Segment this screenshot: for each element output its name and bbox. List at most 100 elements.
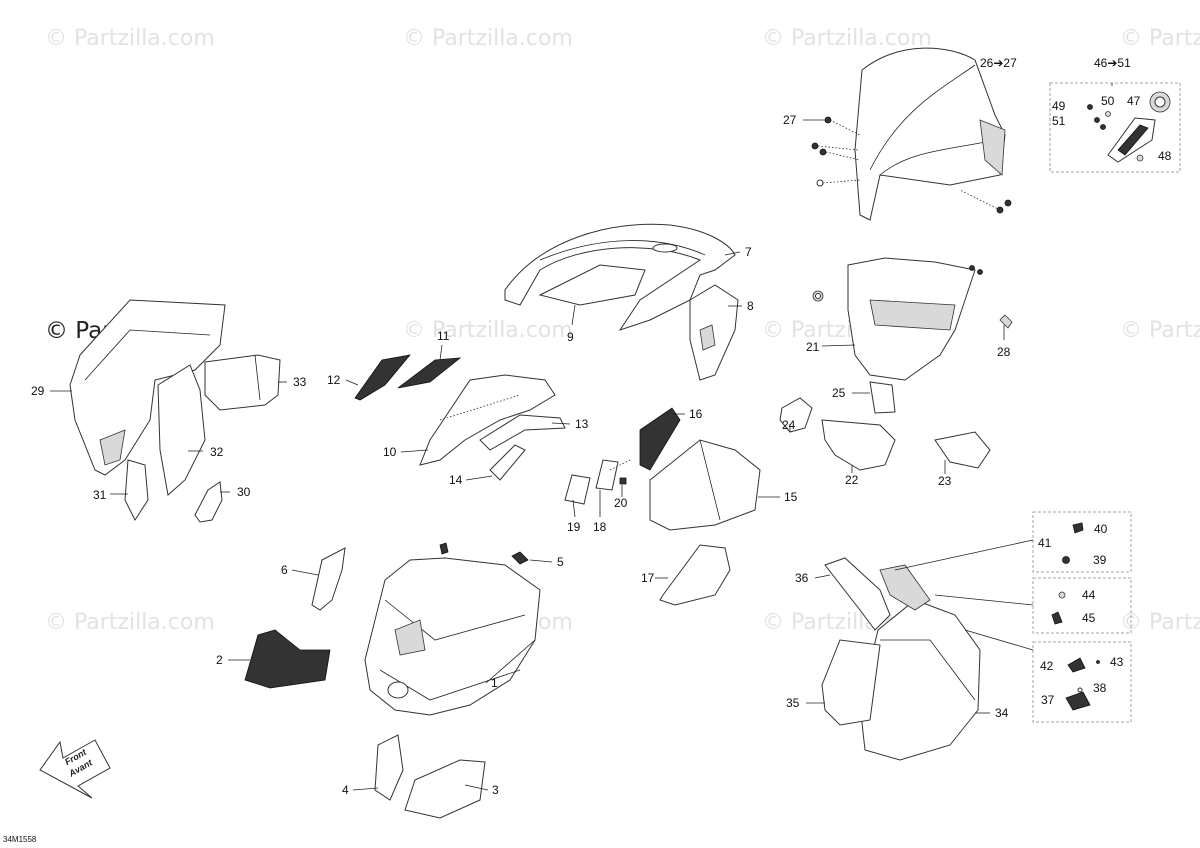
callout-7[interactable]: 7 — [745, 245, 752, 259]
watermark: © Partzilla.com — [45, 610, 215, 635]
part-lower-trim-3[interactable] — [404, 759, 486, 819]
part-lower-panel-34[interactable] — [859, 599, 981, 761]
callout-1[interactable]: 1 — [491, 676, 498, 690]
callout-19[interactable]: 19 — [567, 520, 581, 534]
part-inner-panel-left[interactable] — [157, 364, 206, 496]
callout-33[interactable]: 33 — [293, 375, 307, 389]
callout-42[interactable]: 42 — [1040, 659, 1054, 673]
callout-43[interactable]: 43 — [1110, 655, 1124, 669]
watermark: © Partzilla.com — [403, 318, 573, 343]
callout-26-27[interactable]: 26➔27 — [980, 56, 1017, 70]
part-clips-18-20[interactable] — [564, 459, 631, 505]
callout-23[interactable]: 23 — [938, 474, 952, 488]
callout-6[interactable]: 6 — [281, 563, 288, 577]
part-grille-16[interactable] — [639, 407, 681, 471]
callout-37[interactable]: 37 — [1041, 693, 1055, 707]
part-duct-22[interactable] — [821, 419, 896, 471]
part-headlight-housing[interactable] — [812, 257, 1013, 381]
box-40-41 — [1032, 511, 1132, 573]
callout-44[interactable]: 44 — [1082, 588, 1096, 602]
callout-20[interactable]: 20 — [614, 496, 628, 510]
document-id: 34M1558 — [3, 835, 37, 844]
part-windshield[interactable] — [854, 47, 1006, 221]
part-bracket-6[interactable] — [311, 547, 346, 611]
callout-16[interactable]: 16 — [689, 407, 703, 421]
part-vent-12[interactable] — [354, 354, 412, 401]
callout-31[interactable]: 31 — [93, 488, 107, 502]
callout-18[interactable]: 18 — [593, 520, 607, 534]
callout-30[interactable]: 30 — [237, 485, 251, 499]
watermark: © Partz — [1120, 610, 1200, 635]
callout-9[interactable]: 9 — [567, 330, 574, 344]
part-mirror[interactable] — [1087, 91, 1171, 163]
callout-38[interactable]: 38 — [1093, 681, 1107, 695]
callout-leaders — [50, 83, 1113, 791]
part-side-panel-right[interactable] — [689, 284, 739, 381]
callout-21[interactable]: 21 — [806, 340, 820, 354]
part-trim-13[interactable] — [479, 414, 566, 451]
callout-15[interactable]: 15 — [784, 490, 798, 504]
callout-45[interactable]: 45 — [1082, 611, 1096, 625]
callout-51[interactable]: 51 — [1052, 114, 1066, 128]
part-upper-console[interactable] — [504, 223, 736, 331]
watermark: © Partzilla.com — [45, 26, 215, 51]
part-lower-trim-4[interactable] — [374, 734, 404, 801]
part-vent-11[interactable] — [397, 357, 462, 389]
callout-17[interactable]: 17 — [641, 571, 655, 585]
box-mirror-kit — [1049, 82, 1181, 173]
callout-36[interactable]: 36 — [795, 571, 809, 585]
part-grille-2[interactable] — [244, 629, 331, 689]
watermark: © Partzilla.com — [762, 26, 932, 51]
callout-13[interactable]: 13 — [575, 417, 589, 431]
part-trim-14[interactable] — [489, 444, 526, 481]
callout-8[interactable]: 8 — [747, 299, 754, 313]
callout-48[interactable]: 48 — [1158, 149, 1172, 163]
callout-29[interactable]: 29 — [31, 384, 45, 398]
part-dash-panel-10[interactable] — [419, 374, 556, 466]
part-small-fasteners[interactable] — [1051, 522, 1100, 711]
callout-10[interactable]: 10 — [383, 445, 397, 459]
watermark: © Partz — [1120, 26, 1200, 51]
part-lower-panel-35[interactable] — [821, 639, 881, 726]
part-trim-33[interactable] — [204, 354, 281, 411]
part-fasteners-5[interactable] — [439, 542, 529, 565]
part-trim-31[interactable] — [124, 459, 149, 522]
callout-50[interactable]: 50 — [1101, 94, 1115, 108]
callout-4[interactable]: 4 — [342, 783, 349, 797]
callout-47[interactable]: 47 — [1127, 94, 1141, 108]
part-lower-panel-36[interactable] — [824, 557, 931, 631]
callout-3[interactable]: 3 — [492, 783, 499, 797]
callout-14[interactable]: 14 — [449, 473, 463, 487]
callout-39[interactable]: 39 — [1093, 553, 1107, 567]
callout-22[interactable]: 22 — [845, 473, 859, 487]
callout-24[interactable]: 24 — [782, 418, 796, 432]
callout-11[interactable]: 11 — [437, 329, 450, 343]
callout-12[interactable]: 12 — [327, 373, 341, 387]
callout-27[interactable]: 27 — [783, 113, 797, 127]
part-duct-24[interactable] — [779, 397, 813, 433]
part-panel-17[interactable] — [659, 544, 731, 606]
front-arrow-icon — [39, 739, 111, 799]
callout-32[interactable]: 32 — [210, 445, 224, 459]
callout-5[interactable]: 5 — [557, 555, 564, 569]
callout-25[interactable]: 25 — [832, 386, 846, 400]
part-side-panel-left[interactable] — [69, 299, 226, 476]
part-duct-23[interactable] — [934, 431, 991, 469]
callout-35[interactable]: 35 — [786, 696, 800, 710]
part-front-nose[interactable] — [364, 557, 541, 716]
callout-40[interactable]: 40 — [1094, 522, 1108, 536]
callout-34[interactable]: 34 — [995, 706, 1009, 720]
box-37-43 — [1032, 641, 1132, 723]
part-panel-15[interactable] — [649, 439, 761, 531]
watermark: © Partz — [1120, 318, 1200, 343]
callout-46-51[interactable]: 46➔51 — [1094, 56, 1131, 70]
part-bracket-30[interactable] — [194, 481, 223, 523]
part-duct-25[interactable] — [869, 381, 896, 414]
callout-41[interactable]: 41 — [1038, 536, 1052, 550]
box-44-45 — [1032, 577, 1132, 634]
callout-49[interactable]: 49 — [1052, 99, 1066, 113]
callout-28[interactable]: 28 — [997, 345, 1011, 359]
callout-2[interactable]: 2 — [216, 653, 223, 667]
